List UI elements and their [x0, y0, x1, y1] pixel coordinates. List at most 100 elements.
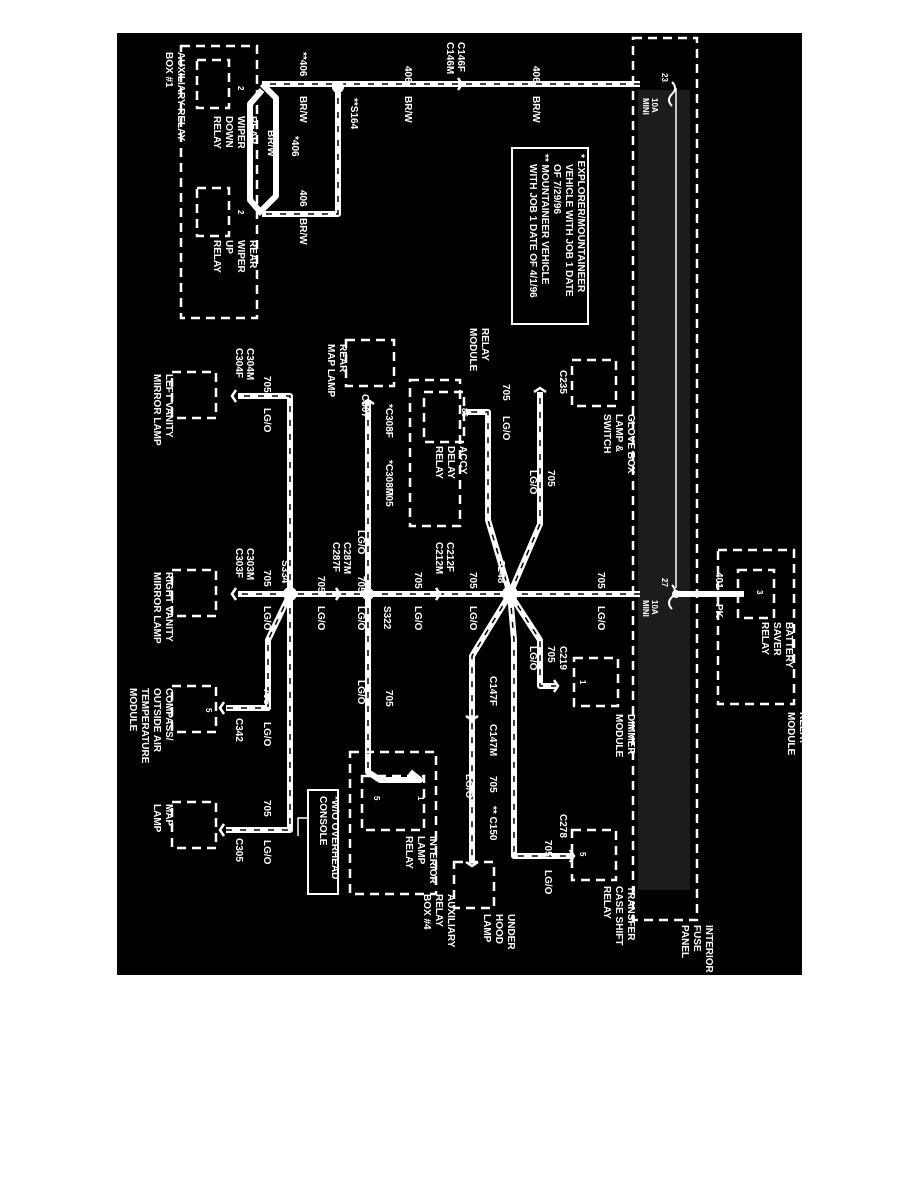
connector-c287f: C287F: [330, 542, 341, 572]
note-line-4: ** MOUNTAINEER VEHICLE: [539, 154, 550, 285]
map-lamp-box: [170, 800, 218, 850]
w705-accy: 705: [500, 384, 511, 401]
w705-c147: 705: [487, 776, 498, 793]
w705-s334: 705: [315, 576, 326, 593]
connector-c308f: *C308F: [383, 404, 394, 438]
right-vanity-line-2: MIRROR LAMP: [151, 572, 162, 644]
wire-406-label-mid: 406: [402, 66, 413, 83]
transfer-case-line-3: RELAY: [601, 886, 612, 919]
wire-406-label-right: 406: [530, 66, 541, 83]
compass-line-1: COMPASS/: [163, 688, 174, 741]
relay-module-right-1: RELAY: [797, 712, 808, 745]
interior-lamp-pin-b: 5: [372, 796, 381, 801]
fuse-27-type: MINI: [641, 600, 650, 617]
battery-saver-line-3: RELAY: [759, 622, 770, 655]
w705-s248: 705: [467, 572, 478, 589]
glove-box-line-3: SWITCH: [601, 414, 612, 453]
lgo-c287: LG/O: [355, 606, 366, 631]
w705-fuse: 705: [595, 572, 606, 589]
down-relay-pin: 2: [236, 86, 245, 91]
map-lamp-line-1: MAP: [163, 804, 174, 827]
fuse-23-number: 23: [660, 73, 669, 82]
accy-delay-line-3: RELAY: [433, 446, 444, 479]
lgo-s334: LG/O: [315, 606, 326, 631]
glove-box-line-2: LAMP &: [613, 414, 624, 452]
splice-s248-dot: [502, 586, 518, 602]
wire-brw-label-lower: BR/W: [297, 218, 308, 245]
fuse-23-symbol: [668, 81, 676, 107]
up-relay-line-4: RELAY: [211, 240, 222, 273]
connector-c304m: C304M: [244, 348, 255, 380]
connector-c308m: *C308M: [383, 460, 394, 496]
down-relay-line-4: RELAY: [211, 116, 222, 149]
wire-brw-label-left: BR/W: [297, 96, 308, 123]
lgo-c278: LG/O: [542, 870, 553, 895]
transfer-case-line-1: TRANSFER: [625, 886, 636, 941]
lgo-dimmer: LG/O: [527, 646, 538, 671]
fuse-panel-label-1: INTERIOR: [703, 925, 714, 974]
right-vanity-line-1: RIGHT VANITY: [163, 572, 174, 642]
interior-fuse-panel: INTERIOR FUSE PANEL 23 10A MINI 27 10A M…: [631, 36, 714, 974]
splice-s164: **S164: [348, 98, 359, 130]
fuse-27-amp: 10A: [650, 600, 659, 615]
lgo-s248: LG/O: [467, 606, 478, 631]
aux-relay-box-1: [179, 44, 259, 320]
connector-c303f: C303F: [233, 548, 244, 578]
connector-c212m: C212M: [433, 542, 444, 574]
lgo-c305: LG/O: [261, 840, 272, 865]
right-vanity-box: [170, 568, 218, 618]
compass-box: [170, 684, 218, 734]
splice-s164-dot: [332, 81, 344, 93]
wire-brw-label-right: BR/W: [530, 96, 541, 123]
connector-c219: C219: [557, 646, 568, 670]
up-relay-pin: 2: [236, 210, 245, 215]
relay-module-left-1: RELAY: [479, 328, 490, 361]
relay-module-right-box: [716, 548, 796, 706]
aux-box-4-line-1: AUXILIARY: [445, 894, 456, 948]
relay-module-right-2: MODULE: [785, 712, 796, 756]
wire-brw-label-diag: BR/W: [265, 130, 276, 157]
lgo-accy: LG/O: [527, 470, 538, 495]
lgo-c303: LG/O: [261, 606, 272, 631]
interior-lamp-line-1: INTERIOR: [427, 836, 438, 885]
note-line-2: VEHICLE WITH JOB 1 DATE: [563, 164, 574, 297]
w401: 401: [713, 572, 724, 589]
connector-c146-symbol: [456, 77, 464, 91]
lgo-fuse: LG/O: [595, 606, 606, 631]
connector-c150: ** C150: [487, 806, 498, 841]
left-vanity-line-1: LEFT VANITY: [163, 374, 174, 438]
note-line-3: OF 7/29/96: [551, 164, 562, 214]
dimmer-pin: 1: [578, 680, 587, 685]
fuse-23-type: MINI: [641, 98, 650, 115]
overhead-line-1: *W/O OVERHEAD: [329, 796, 340, 879]
connector-c146f: C146F: [455, 42, 466, 72]
accy-delay-line-1: ACCY: [457, 446, 468, 475]
overhead-note-box: [307, 789, 339, 895]
compass-line-3: TEMPERATURE: [139, 688, 150, 764]
lgo-s322: LG/O: [355, 680, 366, 705]
accy-delay-pin: 86: [460, 408, 469, 417]
wire-406-double-star: **406: [297, 52, 308, 77]
left-vanity-line-2: MIRROR LAMP: [151, 374, 162, 446]
down-relay-line-2: WIPER: [235, 116, 246, 150]
glove-box-lamp-box: [570, 358, 618, 408]
wire-406-label-lower: 406: [297, 190, 308, 207]
under-hood-line-3: LAMP: [481, 914, 492, 943]
relay-module-left-box: [408, 378, 462, 528]
lgo-lvanity: LG/O: [261, 408, 272, 433]
battery-saver-relay-box: [736, 568, 776, 620]
interior-lamp-relay-box: [360, 774, 426, 832]
note-line-5: WITH JOB 1 DATE OF 4/1/96: [527, 164, 538, 298]
fuse-23-amp: 10A: [650, 98, 659, 113]
dimmer-line-1: DIMMER: [625, 714, 636, 755]
wire-brw-label-mid: BR/W: [402, 96, 413, 123]
under-hood-line-1: UNDER: [505, 914, 516, 950]
connector-c235: C235: [557, 370, 568, 394]
left-vanity-box: [170, 370, 218, 420]
lgo-c342: LG/O: [261, 722, 272, 747]
up-relay-line-2: WIPER: [235, 240, 246, 274]
connector-c342: C342: [233, 718, 244, 742]
lgo-rearmap: LG/O: [355, 530, 366, 555]
splice-s322-dot: [362, 588, 374, 600]
